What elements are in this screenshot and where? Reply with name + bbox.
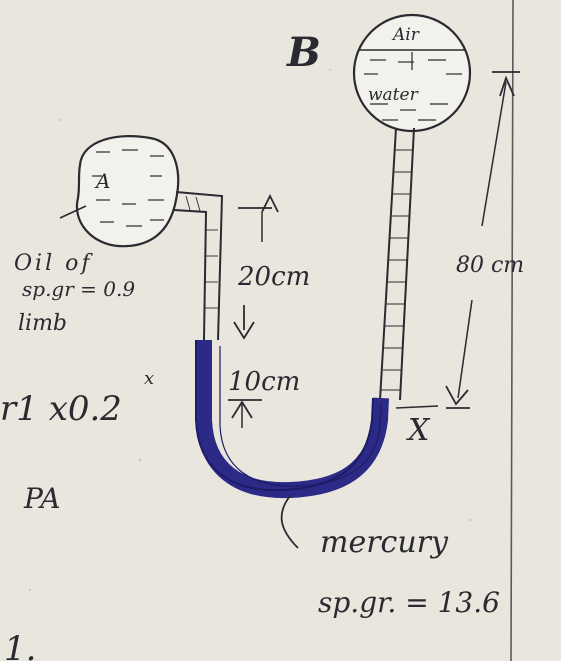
left-star: x bbox=[144, 368, 154, 389]
bulb-b-top-label: Air bbox=[391, 25, 420, 45]
dim-80-label: 80 cm bbox=[456, 253, 524, 278]
mercury-label-line1: mercury bbox=[320, 525, 449, 560]
bulb-b-letter: B bbox=[286, 29, 321, 76]
bulb-b-bottom-label: water bbox=[368, 85, 419, 105]
bulb-a bbox=[59, 135, 180, 248]
bulb-b bbox=[352, 13, 472, 133]
left-fragment: r1 x0.2 bbox=[0, 389, 122, 429]
page-margin-line bbox=[510, 0, 514, 661]
pa-label: PA bbox=[23, 482, 61, 515]
bottom-fragment: 1. bbox=[4, 629, 36, 661]
oil-label-line2: sp.gr = 0.9 bbox=[22, 277, 135, 301]
right-limb-tube bbox=[379, 127, 415, 401]
mercury-pointer bbox=[280, 495, 299, 549]
dimension-20cm: 20cm bbox=[233, 193, 310, 340]
connecting-pipe bbox=[173, 191, 224, 341]
dimension-10cm: 10cm bbox=[228, 367, 300, 428]
dimension-80cm: 80 cm bbox=[445, 71, 524, 409]
dim-20-label: 20cm bbox=[237, 262, 310, 292]
oil-label-line1: Oil of bbox=[14, 251, 93, 276]
marker-x: X bbox=[406, 413, 431, 448]
mercury-label-line2: sp.gr. = 13.6 bbox=[318, 586, 500, 619]
dim-10-label: 10cm bbox=[228, 367, 300, 397]
mercury-column bbox=[195, 340, 389, 499]
bulb-a-letter: A bbox=[94, 169, 110, 193]
oil-label-line3: limb bbox=[18, 311, 67, 336]
